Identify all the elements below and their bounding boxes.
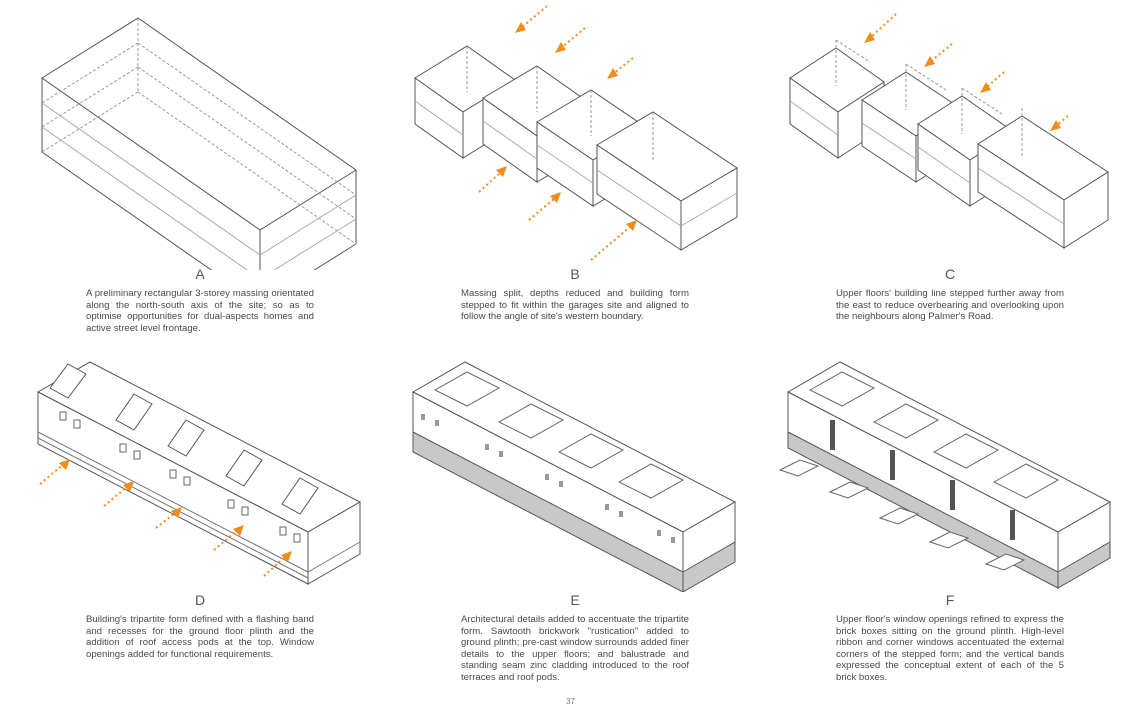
- panel-f: F Upper floor's window openings refined …: [770, 352, 1130, 692]
- plinth-f: [788, 432, 1110, 588]
- diagram-b-massing-split: [395, 0, 755, 270]
- panel-letter: B: [570, 266, 580, 282]
- panel-caption: A preliminary rectangular 3-storey massi…: [86, 288, 314, 334]
- page-number: 37: [566, 697, 575, 706]
- panel-c: C Upper floors' building line stepped fu…: [770, 0, 1130, 340]
- panel-caption: Upper floors' building line stepped furt…: [836, 288, 1064, 323]
- panel-caption: Massing split, depths reduced and buildi…: [461, 288, 689, 323]
- diagram-e-details: [395, 352, 755, 592]
- panel-letter: A: [195, 266, 205, 282]
- plinth-steps-f: [780, 460, 1024, 570]
- panel-e: E Architectural details added to accentu…: [395, 352, 755, 692]
- diagram-d-tripartite: [20, 352, 380, 592]
- arrows-d: [40, 464, 286, 576]
- panel-letter: C: [944, 266, 956, 282]
- panel-d: D Building's tripartite form defined wit…: [20, 352, 380, 692]
- arrows-b: [479, 6, 633, 260]
- diagram-c-stepped: [770, 0, 1130, 270]
- windows-d: [59, 411, 301, 543]
- panel-caption: Architectural details added to accentuat…: [461, 614, 689, 683]
- panel-letter: F: [945, 592, 955, 608]
- plinth-e: [413, 432, 735, 592]
- diagram-f-refined: [770, 352, 1130, 592]
- panel-caption: Upper floor's window openings refined to…: [836, 614, 1064, 683]
- diagram-a-massing: [20, 0, 380, 270]
- panel-letter: D: [194, 592, 206, 608]
- panel-a: A A preliminary rectangular 3-storey mas…: [20, 0, 380, 340]
- panel-letter: E: [570, 592, 580, 608]
- panel-caption: Building's tripartite form defined with …: [86, 614, 314, 660]
- vertical-bands-f: [830, 420, 1015, 540]
- panel-b: B Massing split, depths reduced and buil…: [395, 0, 755, 340]
- arrows-c: [870, 14, 1068, 126]
